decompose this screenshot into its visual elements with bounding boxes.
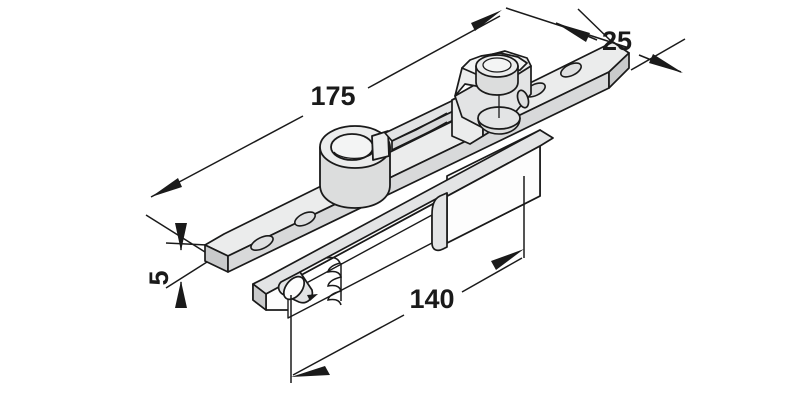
- housing-left-end-face: [252, 283, 267, 311]
- dim-140-arrow-left: [291, 366, 330, 377]
- spring-coils: [326, 256, 342, 306]
- dim-5-arrow-bottom: [175, 281, 187, 308]
- dim-5-arrow-top: [175, 223, 187, 251]
- dim-140-arrow-right: [491, 249, 524, 270]
- dimension-label-140: 140: [409, 284, 454, 314]
- top-bearing-block: [454, 50, 532, 135]
- dim-140-line-right: [461, 257, 523, 293]
- catch-roller-nub: [307, 294, 318, 301]
- pin-socket-bore: [330, 133, 374, 161]
- dim-175-arrow-right: [471, 10, 502, 31]
- dim-25-arrow-upper: [556, 23, 590, 42]
- dimension-label-25: 25: [602, 26, 632, 56]
- dim-175-extension-left: [145, 214, 206, 253]
- dimension-fixing-centres: [290, 176, 525, 383]
- axle-pin-top-inner: [482, 57, 512, 73]
- dim-5-extension-bottom: [165, 261, 208, 289]
- dimension-plate-thickness: [165, 223, 208, 308]
- hole-right-outer: [560, 62, 582, 78]
- rear-plate-edge-line2: [391, 121, 448, 151]
- dimension-end-width: [555, 8, 686, 73]
- catch-roller-face: [282, 275, 306, 301]
- hole-left-inner: [294, 211, 316, 227]
- bearing-block-side-hole: [516, 89, 530, 109]
- mounting-plate-right-end-face: [608, 52, 630, 89]
- pin-socket: [319, 125, 391, 209]
- catch-roller: [277, 271, 318, 304]
- dim-175-arrow-left: [151, 178, 182, 197]
- housing-left-end-cap: [252, 283, 267, 311]
- dim-25-extension-bottom: [630, 38, 686, 71]
- dim-140-line-left: [292, 314, 405, 376]
- dim-5-extension-top: [165, 242, 208, 246]
- dim-25-arrow-lower: [649, 54, 683, 73]
- dimension-label-5: 5: [144, 270, 174, 285]
- roller-housing: [252, 129, 554, 319]
- rear-plate-edge-line: [391, 112, 448, 142]
- rear-plate-edge: [391, 112, 448, 151]
- dim-25-extension-top: [577, 8, 613, 43]
- pin-socket-bore-shade: [333, 151, 374, 160]
- housing-bracket-leg: [431, 192, 448, 252]
- hole-left-outer: [250, 234, 274, 252]
- dimension-overall-length: [145, 7, 630, 253]
- dimension-label-175: 175: [310, 81, 355, 111]
- spring: [326, 256, 342, 306]
